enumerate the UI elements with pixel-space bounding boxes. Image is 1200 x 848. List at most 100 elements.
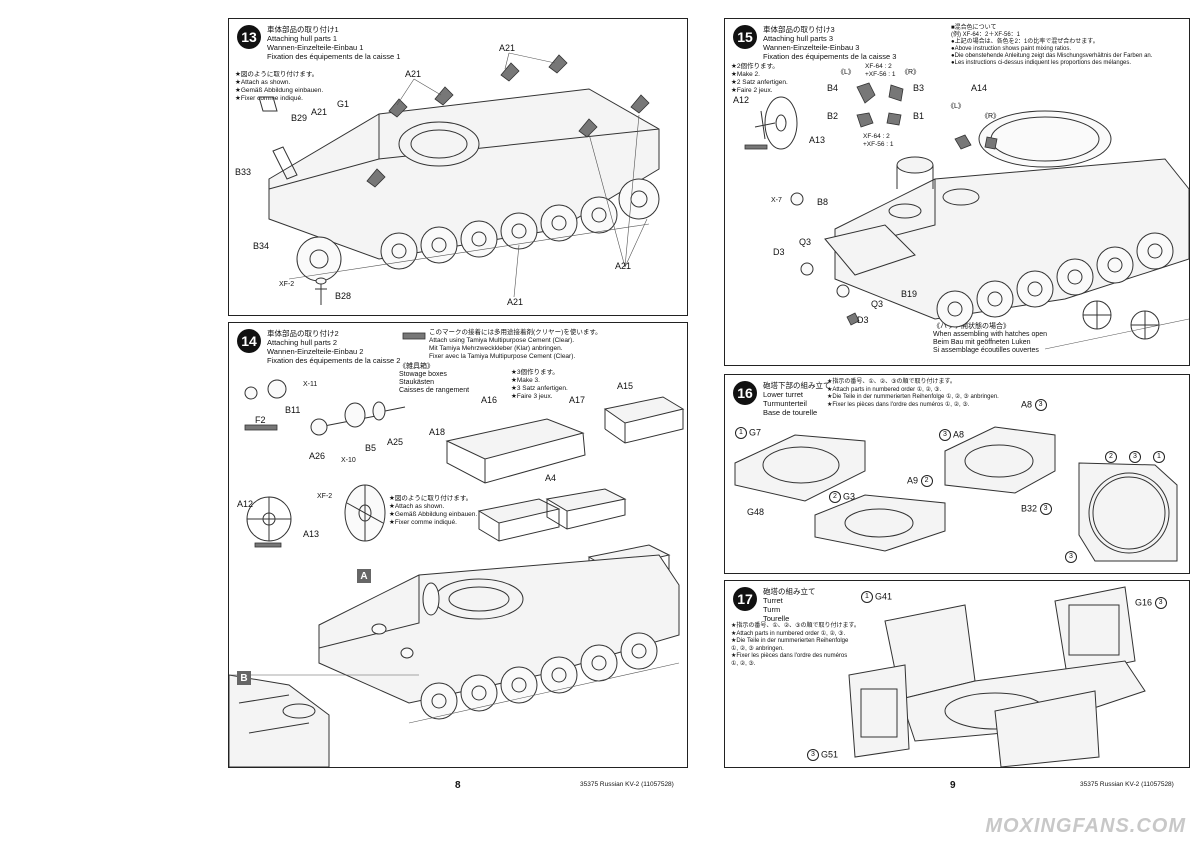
order-number: 3 bbox=[1129, 451, 1141, 463]
part-label-b5: B5 bbox=[365, 443, 377, 453]
part-label-g16: G16 3 bbox=[1135, 597, 1169, 609]
part-label-d3: D3 bbox=[773, 247, 785, 257]
step-title-jp: 砲塔下部の組み立て bbox=[763, 381, 831, 390]
part-label-q3: Q3 bbox=[871, 299, 884, 309]
part-label-a15: A15 bbox=[617, 381, 634, 391]
site-watermark: MOXINGFANS.COM bbox=[985, 815, 1186, 837]
part-name: A8 bbox=[1021, 399, 1033, 410]
note-line: Fixer avec la Tamiya Multipurpose Cement… bbox=[429, 353, 576, 360]
part-label-a26: A26 bbox=[309, 451, 326, 461]
part-label-f2: F2 bbox=[255, 415, 266, 425]
step-title-fr: Fixation des équipements de la caisse 3 bbox=[763, 52, 897, 61]
step-title-en: Attaching hull parts 3 bbox=[763, 34, 834, 43]
part-label-a21: A21 bbox=[311, 107, 328, 117]
step-number: 15 bbox=[733, 25, 757, 49]
cement-note: このマークの接着には多用途接着剤(クリヤー)を使います。 Attach usin… bbox=[429, 329, 602, 361]
step-16-header: 16 砲塔下部の組み立て Lower turret Turmunterteil … bbox=[733, 381, 831, 417]
step-title-fr: Tourelle bbox=[763, 614, 790, 623]
hull-drawing-step-14 bbox=[229, 332, 685, 767]
paint-mix-info: ■混合色について (例) XF-64：2＋XF-56：1 ●上記の場合は、各色を… bbox=[951, 25, 1152, 67]
note-line: Caisses de rangement bbox=[399, 387, 470, 394]
step-title-de: Wannen-Einzelteile-Einbau 1 bbox=[267, 43, 364, 52]
note-line: Mit Tamiya Mehrzweckkleber (Klar) anbrin… bbox=[429, 345, 563, 352]
left-side-mark: 《L》 bbox=[837, 69, 855, 76]
step-number: 14 bbox=[237, 329, 261, 353]
note-line: Beim Bau mit geöffneten Luken bbox=[933, 339, 1031, 346]
part-label-a21: A21 bbox=[615, 261, 632, 271]
paint-label-xf2: XF-2 bbox=[279, 281, 295, 288]
part-label-g48: G48 bbox=[747, 507, 765, 517]
part-label-b33: B33 bbox=[235, 167, 252, 177]
step-title-de: Wannen-Einzelteile-Einbau 3 bbox=[763, 43, 860, 52]
note-line: このマークの接着には多用途接着剤(クリヤー)を使います。 bbox=[429, 329, 602, 336]
step-17-panel: 17 砲塔の組み立て Turret Turm Tourelle ★指示の番号、①… bbox=[724, 580, 1190, 768]
lower-turret-drawing bbox=[734, 426, 1178, 562]
make2-note: ★2個作ります。 ★Make 2. ★2 Satz anfertigen. ★F… bbox=[731, 63, 788, 95]
step-title-jp: 車体部品の取り付け2 bbox=[267, 329, 339, 338]
note-line: ①, ②, ③. bbox=[731, 660, 756, 667]
part-name: A8 bbox=[953, 429, 965, 440]
stowage-title: 《雑具箱》 Stowage boxes Staukästen Caisses d… bbox=[399, 363, 469, 395]
part-label-a9: A9 2 bbox=[907, 475, 935, 487]
note-line: (例) XF-64：2＋XF-56：1 bbox=[951, 32, 1021, 38]
paint-mix-top: XF-64 : 2 +XF-56 : 1 bbox=[865, 63, 896, 79]
part-label-a25: A25 bbox=[387, 437, 404, 447]
left-side-mark: 《L》 bbox=[947, 103, 965, 110]
part-label-x11: X-11 bbox=[303, 381, 318, 388]
part-label-a14: A14 bbox=[971, 83, 988, 93]
part-name: G3 bbox=[843, 491, 856, 502]
paint-mix-bottom: XF-64 : 2 +XF-56 : 1 bbox=[863, 133, 894, 149]
part-label-b4: B4 bbox=[827, 83, 839, 93]
right-page: 15 車体部品の取り付け3 Attaching hull parts 3 Wan… bbox=[710, 0, 1200, 848]
note-line: ★Fixer comme indiqué. bbox=[235, 95, 303, 102]
order-number: 2 bbox=[829, 491, 841, 503]
right-side-mark: 《R》 bbox=[901, 69, 921, 76]
step-title-en: Lower turret bbox=[763, 390, 804, 399]
part-label-q3: Q3 bbox=[799, 237, 812, 247]
note-line: ★Make 3. bbox=[511, 377, 540, 384]
step-title-jp: 砲塔の組み立て bbox=[763, 587, 816, 596]
part-label-g1: G1 bbox=[337, 99, 350, 109]
hull-drawing-step-13 bbox=[258, 52, 660, 305]
note-line: ★Attach as shown. bbox=[235, 79, 291, 86]
part-label-b3: B3 bbox=[913, 83, 925, 93]
part-label-x10: X-10 bbox=[341, 457, 356, 464]
step-17-notes: ★指示の番号、①、②、③の順で取り付けます。 ★Attach parts in … bbox=[731, 623, 860, 668]
order-marker: 3 bbox=[1129, 451, 1143, 463]
note-line: ●Die obenstehende Anleitung zeigt das Mi… bbox=[951, 53, 1153, 59]
note-line: ★Make 2. bbox=[731, 71, 760, 78]
hatch-open-note: 《ハッチ開状態の場合》 When assembling with hatches… bbox=[933, 323, 1047, 355]
note-line: Si assemblage écoutilles ouvertes bbox=[933, 347, 1039, 354]
note-line: ★図のように取り付けます。 bbox=[235, 71, 319, 78]
part-label-a16: A16 bbox=[481, 395, 498, 405]
note-line: When assembling with hatches open bbox=[933, 331, 1048, 338]
note-line: ★指示の番号、①、②、③の順で取り付けます。 bbox=[827, 379, 956, 385]
step-13-panel: 13 車体部品の取り付け1 Attaching hull parts 1 Wan… bbox=[228, 18, 688, 316]
note-line: ★指示の番号、①、②、③の順で取り付けます。 bbox=[731, 623, 860, 629]
paint-label-xf2: XF-2 bbox=[317, 493, 333, 500]
note-line: Stowage boxes bbox=[399, 371, 447, 378]
order-number: 2 bbox=[920, 475, 933, 487]
order-number: 3 bbox=[1065, 551, 1077, 563]
part-label-b19: B19 bbox=[901, 289, 918, 299]
step-14-notes: ★図のように取り付けます。 ★Attach as shown. ★Gemäß A… bbox=[389, 495, 477, 527]
note-line: +XF-56 : 1 bbox=[863, 141, 894, 148]
order-number: 3 bbox=[807, 749, 819, 761]
part-label-b32: B32 3 bbox=[1021, 503, 1054, 515]
note-line: ★Faire 3 jeux. bbox=[511, 393, 553, 400]
step-number: 13 bbox=[237, 25, 261, 49]
step-title-fr: Fixation des équipements de la caisse 1 bbox=[267, 52, 401, 61]
note-line: ★Attach parts in numbered order ①, ②, ③. bbox=[827, 386, 942, 393]
left-page: 13 車体部品の取り付け1 Attaching hull parts 1 Wan… bbox=[228, 18, 688, 791]
part-name: B32 bbox=[1021, 503, 1038, 514]
order-number: 3 bbox=[1039, 503, 1052, 515]
part-label-a4: A4 bbox=[545, 473, 557, 483]
left-footer-code: 35375 Russian KV-2 (11057528) bbox=[580, 781, 674, 788]
order-marker: 3 bbox=[1065, 551, 1079, 563]
reference-marker-a: A bbox=[357, 569, 371, 583]
step-16-notes: ★指示の番号、①、②、③の順で取り付けます。 ★Attach parts in … bbox=[827, 379, 999, 409]
part-label-a13: A13 bbox=[809, 135, 826, 145]
step-title-de: Turm bbox=[763, 605, 781, 614]
note-line: ●上記の場合は、各色を2：1の比率で混ぜ合わせます。 bbox=[951, 39, 1099, 45]
note-line: ●Above instruction shows paint mixing ra… bbox=[951, 46, 1072, 52]
